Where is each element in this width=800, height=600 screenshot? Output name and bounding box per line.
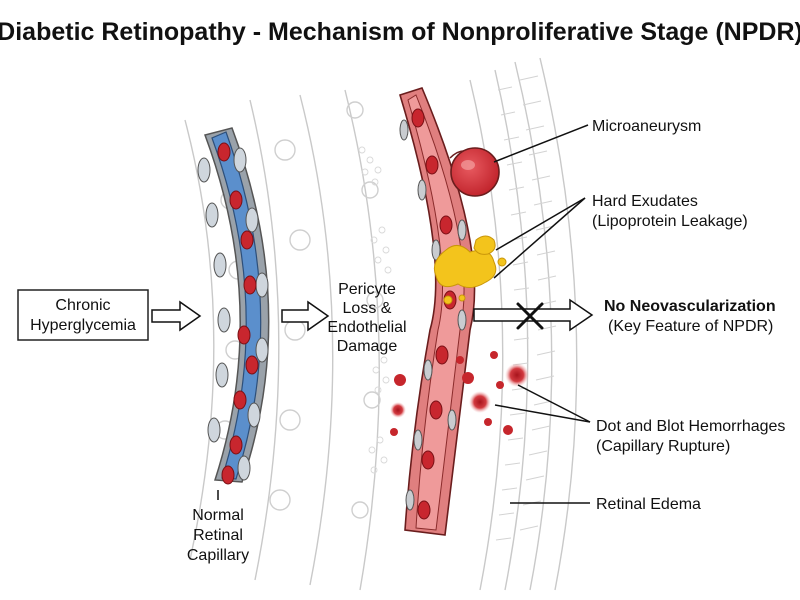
box-label-line1: Chronic	[55, 297, 110, 314]
pericyte-label-2: Loss &	[343, 300, 392, 317]
arrow-1	[151, 300, 202, 332]
exudates-label-1: Hard Exudates	[592, 193, 698, 210]
arrow-2	[281, 300, 330, 332]
hyperglycemia-box	[17, 289, 149, 341]
leader-lines	[217, 124, 591, 504]
hemorrhages-label-2: (Capillary Rupture)	[596, 438, 730, 455]
no-neo-label-2: (Key Feature of NPDR)	[608, 318, 773, 335]
box-label-line2: Hyperglycemia	[30, 317, 136, 334]
pericyte-label-1: Pericyte	[338, 281, 396, 298]
no-neo-label-1: No Neovascularization	[604, 298, 776, 315]
microaneurysm-label: Microaneurysm	[592, 118, 701, 135]
normal-capillary	[197, 127, 270, 485]
cross-mark-icon	[516, 302, 544, 330]
edema-label: Retinal Edema	[596, 496, 701, 513]
hemorrhages	[390, 351, 529, 436]
microaneurysm-bulge	[449, 147, 500, 197]
normal-capillary-label-3: Capillary	[187, 547, 249, 564]
hard-exudates	[433, 235, 507, 305]
normal-capillary-label-1: Normal	[192, 507, 244, 524]
exudates-label-2: (Lipoprotein Leakage)	[592, 213, 748, 230]
page-title: Diabetic Retinopathy - Mechanism of Nonp…	[0, 18, 800, 46]
pericyte-label-4: Damage	[337, 338, 398, 355]
pericyte-label-3: Endothelial	[327, 319, 406, 336]
normal-capillary-label-2: Retinal	[193, 527, 243, 544]
hemorrhages-label-1: Dot and Blot Hemorrhages	[596, 418, 785, 435]
